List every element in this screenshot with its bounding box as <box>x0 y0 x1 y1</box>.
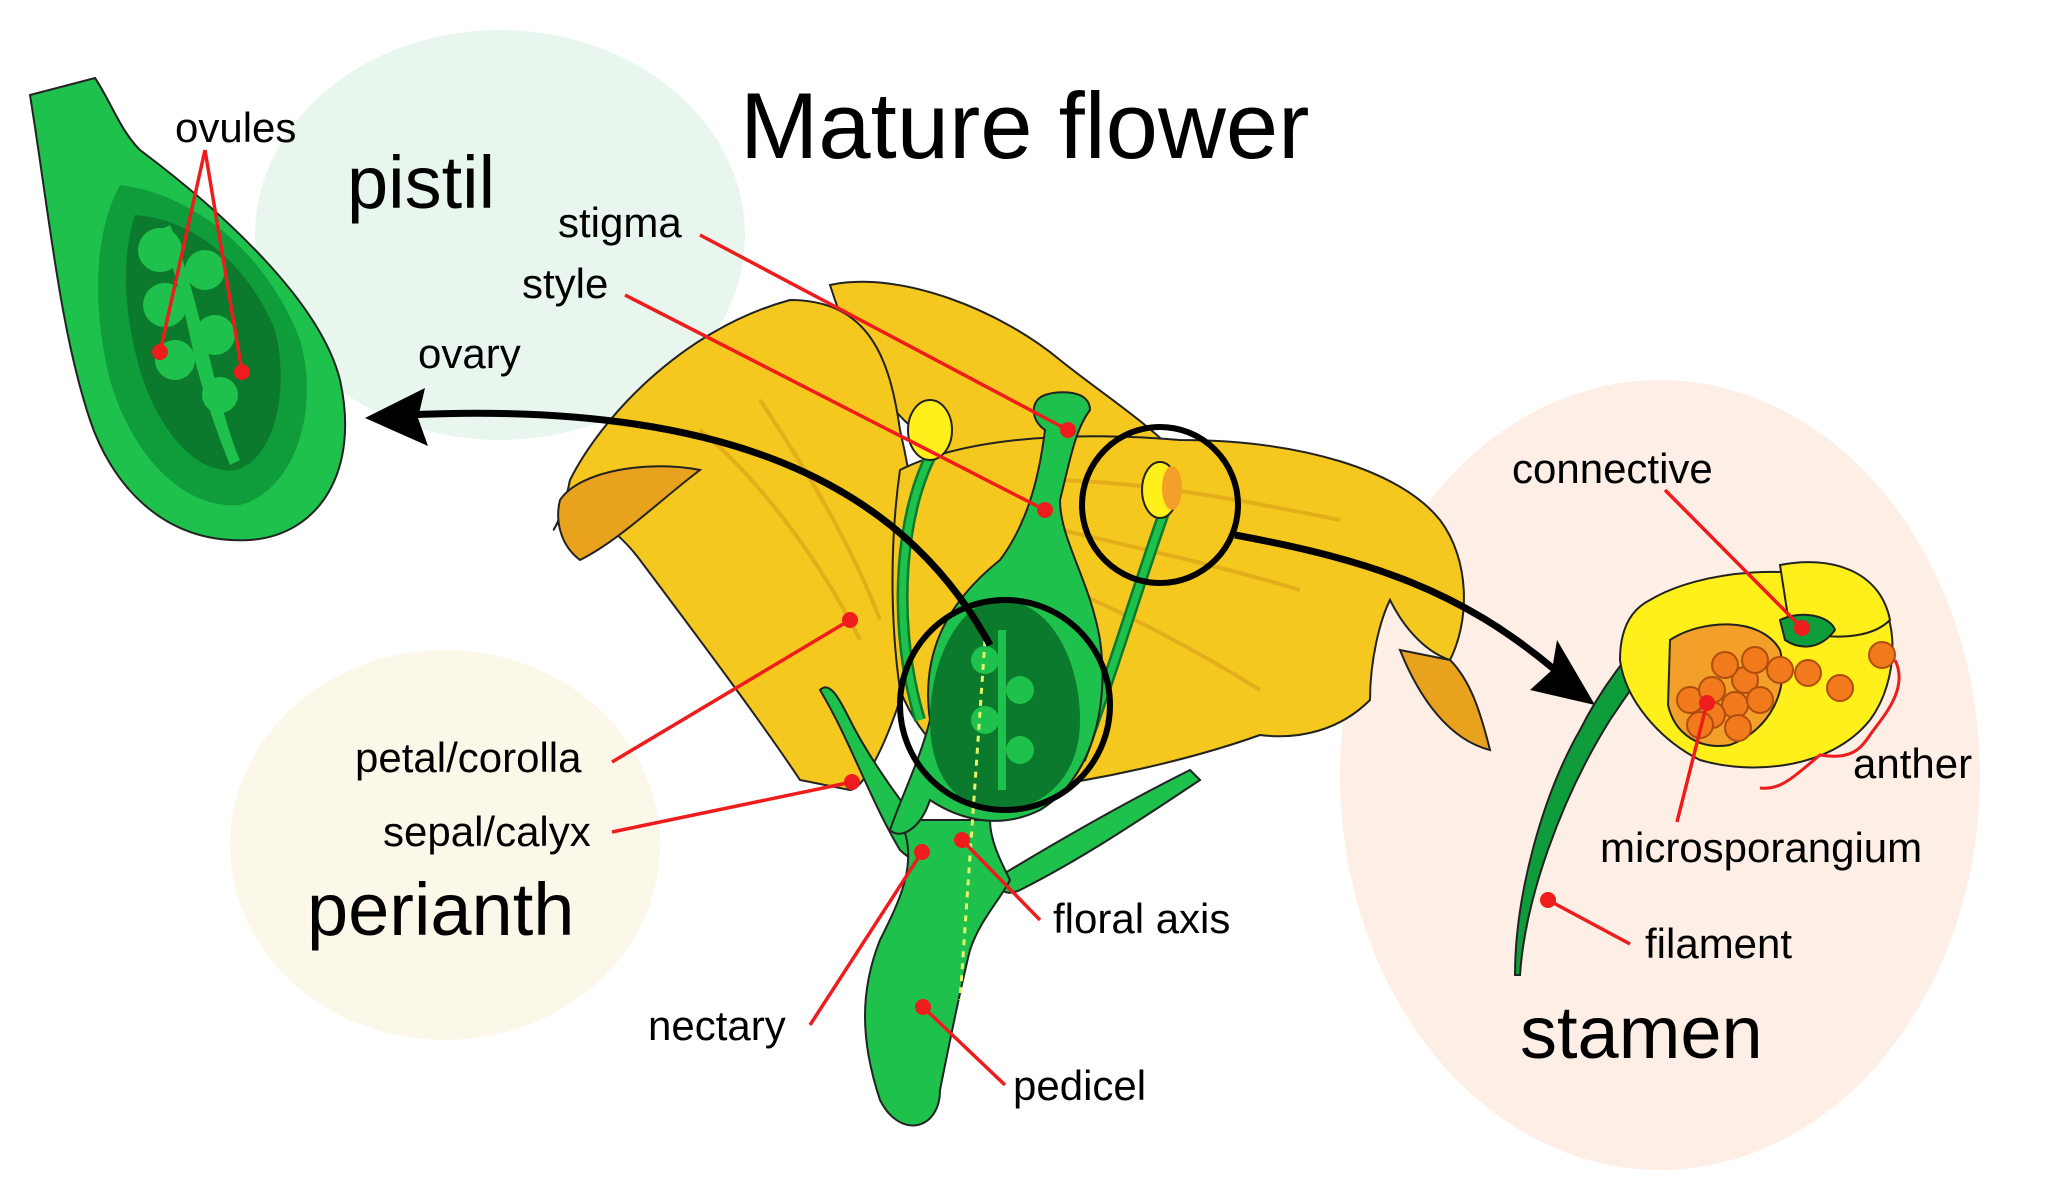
pedicel-stem <box>864 819 1012 1127</box>
flower <box>365 280 1595 1127</box>
pistil-detail <box>28 76 347 542</box>
stigma-label: stigma <box>558 199 682 246</box>
floral-axis-label: floral axis <box>1053 895 1230 942</box>
pistil-bubble <box>255 30 745 440</box>
connective-label: connective <box>1512 445 1713 492</box>
perianth-region-label: perianth <box>307 868 574 951</box>
microsporangium-label: microsporangium <box>1600 824 1922 871</box>
anther-brace <box>1759 659 1901 790</box>
stamen-magnifier <box>1079 424 1241 586</box>
pistil-region-label: pistil <box>347 141 495 224</box>
arrow-to-pistil <box>404 409 994 647</box>
arrow-head-pistil <box>365 388 428 446</box>
perianth-bubble <box>230 650 660 1040</box>
ovary-label: ovary <box>418 330 521 377</box>
stamen-region-label: stamen <box>1520 991 1763 1074</box>
stamen-detail <box>1513 561 1901 976</box>
nectary-label: nectary <box>648 1002 786 1049</box>
petal-right-fold <box>1398 648 1492 752</box>
style-label: style <box>522 260 608 307</box>
filament-label: filament <box>1645 920 1792 967</box>
anther-label: anther <box>1853 740 1972 787</box>
ovules-label: ovules <box>175 104 296 151</box>
pistil-magnifier <box>897 597 1113 813</box>
petal-left-fold <box>557 465 703 562</box>
arrow-head-stamen <box>1530 640 1595 705</box>
diagram-title: Mature flower <box>740 73 1309 178</box>
pedicel-label: pedicel <box>1013 1062 1146 1109</box>
leaders <box>152 149 1810 1087</box>
sepal-calyx-label: sepal/calyx <box>383 808 591 855</box>
petal-corolla-label: petal/corolla <box>355 734 582 781</box>
arrow-to-stamen <box>1234 531 1558 673</box>
